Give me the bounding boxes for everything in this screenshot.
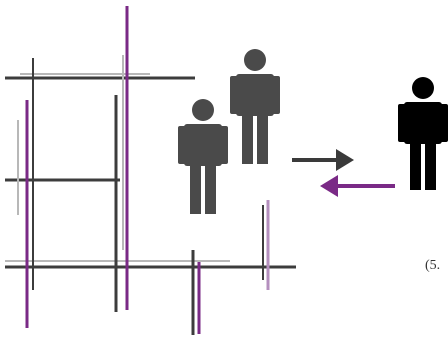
- arrow-left-icon: [320, 175, 395, 197]
- person-group: [178, 49, 280, 214]
- person-icon: [230, 49, 280, 164]
- arrow-right-icon: [292, 149, 354, 171]
- line-network: [5, 6, 296, 335]
- label-fragment: (5.: [425, 258, 441, 273]
- person-icon: [398, 77, 448, 190]
- person-icon: [178, 99, 228, 214]
